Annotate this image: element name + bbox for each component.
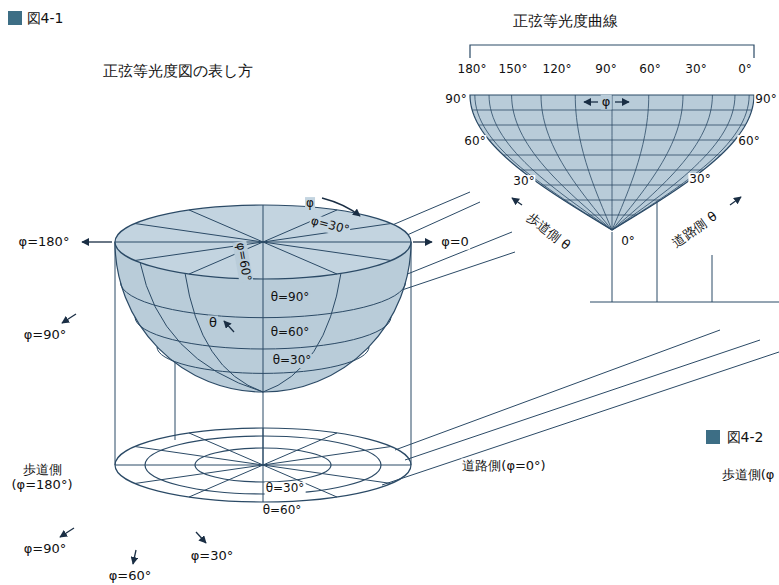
direction-label: φ=90° (23, 328, 68, 343)
direction-label: 歩道側(φ (721, 468, 776, 483)
curve-title: 正弦等光度曲線 (512, 13, 619, 30)
direction-arrows (60, 102, 741, 564)
angle-label: 30° (688, 173, 711, 187)
angle-label: θ=60° (262, 504, 303, 518)
direction-label: 歩道側 θ (522, 210, 573, 254)
angle-label: θ=60° (270, 326, 311, 340)
diagram-title: 正弦等光度図の表し方 (102, 63, 254, 80)
scale-label: 90° (594, 63, 617, 77)
angle-label: 90° (754, 93, 777, 107)
figure-icon (8, 11, 22, 25)
theta-label: θ (208, 316, 218, 331)
direction-label: φ=60° (108, 569, 153, 584)
scale-label: 60° (638, 63, 661, 77)
figure-number: 図4-1 (26, 10, 65, 26)
direction-label: φ=30° (190, 549, 235, 564)
direction-label: φ=180° (18, 235, 71, 250)
figure-icon (706, 430, 720, 444)
direction-label: 歩道側 (φ=180°) (5, 463, 79, 493)
angle-label: 60° (737, 135, 760, 149)
angle-label: θ=30° (265, 482, 306, 496)
direction-label: 道路側 θ (669, 209, 721, 252)
phi-label: φ (305, 197, 315, 211)
direction-label: 道路側(φ=0°) (461, 459, 546, 474)
scale-label: 180° (457, 63, 488, 77)
projection-lines (115, 192, 779, 485)
scale-bracket (470, 45, 754, 58)
direction-label: φ=0 (440, 235, 470, 250)
angle-label: 0° (620, 235, 636, 249)
floor-projection (115, 428, 411, 502)
angle-label: θ=90° (270, 291, 311, 305)
phi-label: φ (601, 95, 612, 110)
angle-label: 30° (512, 175, 535, 189)
scale-label: 120° (542, 63, 573, 77)
scale-label: 30° (684, 63, 707, 77)
angle-label: 60° (463, 135, 486, 149)
scale-label: 0° (737, 63, 753, 77)
scale-label: 150° (498, 63, 529, 77)
hemisphere (115, 205, 411, 392)
direction-label: φ=90° (23, 542, 68, 557)
angle-label: θ=30° (272, 354, 313, 368)
figure-number: 図4-2 (726, 429, 765, 445)
angle-label: 90° (444, 93, 467, 107)
